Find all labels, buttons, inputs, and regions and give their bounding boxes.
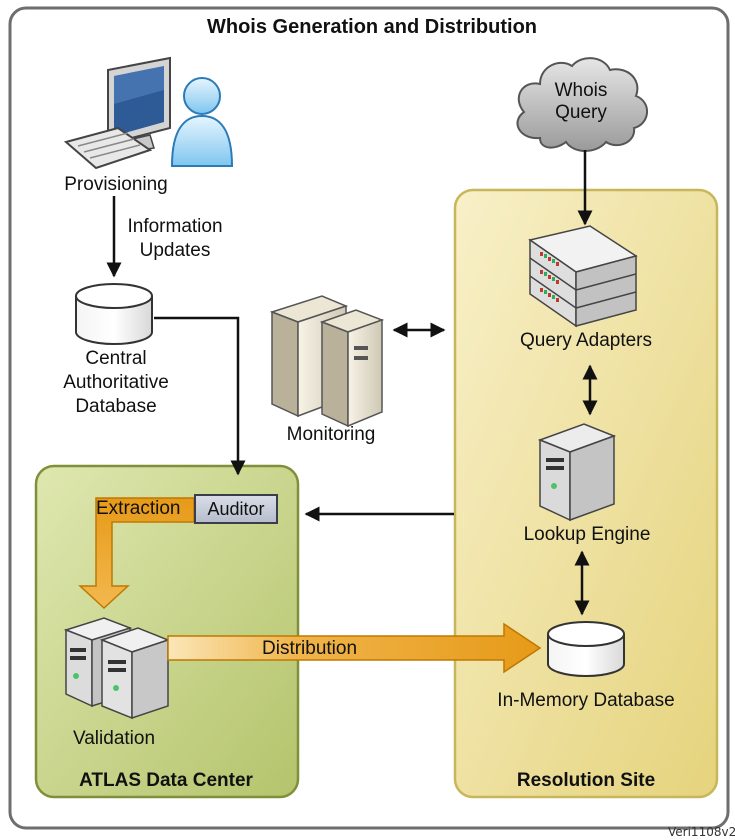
central-database-label-line2: Authoritative [63, 372, 169, 393]
in-memory-database-icon [547, 621, 625, 677]
atlas-region-label: ATLAS Data Center [79, 770, 253, 791]
whois-query-label-line2: Query [555, 102, 607, 123]
monitoring-servers-icon [269, 295, 385, 428]
resolution-region-label: Resolution Site [516, 770, 656, 791]
in-memory-database-label: In-Memory Database [497, 690, 675, 711]
query-adapters-label: Query Adapters [519, 330, 653, 351]
extraction-arrow [78, 497, 195, 610]
monitoring-label: Monitoring [286, 424, 376, 445]
central-database-label-line3: Database [75, 396, 157, 417]
computer-icon [63, 56, 171, 170]
distribution-arrow [167, 622, 542, 674]
distribution-label: Distribution [262, 638, 358, 659]
validation-servers-icon [63, 617, 171, 720]
validation-label: Validation [72, 728, 156, 749]
user-icon [170, 77, 234, 167]
information-updates-label-line1: Information [127, 216, 223, 237]
query-adapters-icon [528, 225, 638, 328]
lookup-engine-label: Lookup Engine [523, 524, 651, 545]
provisioning-label: Provisioning [64, 174, 168, 195]
central-database-label-line1: Central [85, 348, 147, 369]
extraction-label: Extraction [96, 498, 181, 519]
whois-query-label-line1: Whois [554, 80, 608, 101]
information-updates-label-line2: Updates [139, 240, 211, 261]
figure-id: Veri1108v2. [668, 825, 735, 839]
auditor-box: Auditor [194, 494, 278, 524]
lookup-engine-server-icon [537, 423, 617, 522]
central-database-icon [75, 283, 153, 345]
diagram-title: Whois Generation and Distribution [207, 16, 537, 38]
database-to-atlas-arrow [154, 316, 246, 476]
